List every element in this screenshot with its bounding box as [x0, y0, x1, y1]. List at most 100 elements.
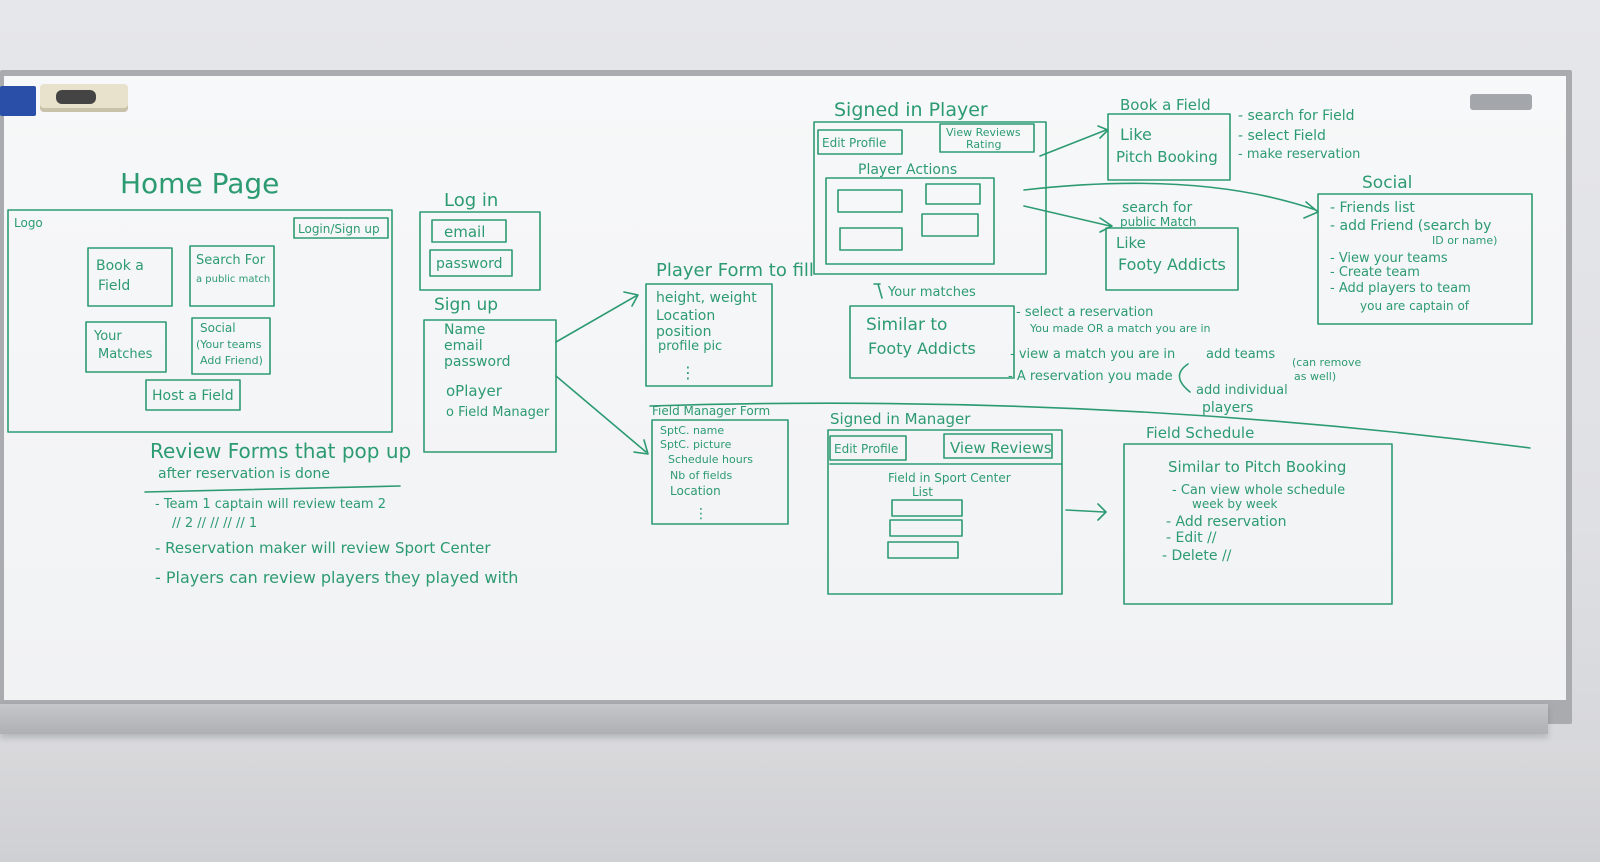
your-matches-note-1: - select a reservation — [1016, 305, 1153, 320]
manager-view-reviews-label: View Reviews — [950, 439, 1052, 457]
your-matches-body-2: Footy Addicts — [868, 339, 976, 358]
host-field-label: Host a Field — [152, 388, 234, 404]
signed-manager-title: Signed in Manager — [830, 410, 971, 428]
branch-players: players — [1202, 400, 1253, 416]
search-public-frame — [1105, 227, 1239, 291]
separator-line — [649, 402, 1531, 449]
manager-edit-profile-box — [829, 435, 907, 461]
signed-manager-sketch: Signed in Manager Edit Profile View Revi… — [827, 410, 1107, 595]
player-actions-frame — [825, 177, 995, 265]
field-list-row-1 — [891, 499, 963, 517]
social-item-5: - Create team — [1330, 265, 1420, 280]
player-view-reviews-line1: View Reviews — [946, 126, 1021, 139]
your-matches-body-1: Similar to — [866, 315, 947, 335]
action-slot-4 — [921, 213, 979, 237]
social-item-7: you are captain of — [1360, 299, 1470, 313]
social-item-2: - add Friend (search by — [1330, 218, 1491, 234]
social-item-4: - View your teams — [1330, 251, 1448, 266]
branch-add-individual: add individual — [1196, 383, 1288, 398]
player-view-reviews-line2: Rating — [966, 138, 1001, 151]
search-match-box — [189, 245, 275, 307]
search-match-line1: Search For — [196, 253, 266, 268]
signed-player-title: Signed in Player — [834, 99, 988, 121]
home-page-title: Home Page — [120, 167, 279, 200]
player-view-reviews-box — [939, 123, 1035, 153]
book-field-box — [87, 247, 173, 307]
review-item-4: - Players can review players they played… — [155, 568, 518, 587]
schedule-item-4: - Add reservation — [1166, 514, 1286, 530]
signup-option-player: oPlayer — [446, 382, 503, 400]
signed-manager-frame — [827, 429, 1063, 595]
manager-form-more: ⋮ — [694, 506, 708, 522]
your-matches-sketch: Your matches Similar to Footy Addicts - … — [849, 285, 1362, 416]
player-form-field-3: position — [656, 324, 711, 340]
your-matches-box — [85, 321, 167, 373]
social-title: Social — [1362, 173, 1412, 193]
manager-form-sketch: Field Manager Form SptC. name SptC. pict… — [651, 404, 789, 525]
board-clip-icon — [1470, 94, 1532, 110]
social-line1: Social — [200, 321, 236, 335]
your-matches-title: Your matches — [887, 285, 976, 300]
home-page-sketch: Home Page Logo Login/Sign up Book a Fiel… — [7, 167, 393, 433]
field-schedule-title: Field Schedule — [1146, 424, 1254, 442]
social-box — [191, 317, 271, 375]
player-edit-profile-label: Edit Profile — [822, 136, 886, 150]
book-a-field-line2: Pitch Booking — [1116, 148, 1218, 166]
manager-form-frame — [651, 419, 789, 525]
your-matches-frame — [849, 305, 1015, 379]
arrow-to-search-public-icon — [1023, 205, 1113, 233]
your-matches-line2: Matches — [98, 347, 153, 362]
your-matches-note-4: - A reservation you made — [1008, 369, 1173, 384]
review-item-1: - Team 1 captain will review team 2 — [155, 497, 386, 512]
social-line2: (Your teams — [196, 338, 262, 351]
signup-field-email: email — [444, 338, 483, 354]
signup-sketch: Sign up Name email password oPlayer o Fi… — [423, 291, 649, 455]
signed-player-frame — [813, 121, 1047, 275]
social-item-3: ID or name) — [1432, 234, 1497, 247]
signup-title: Sign up — [434, 295, 498, 315]
password-box — [429, 249, 513, 277]
field-schedule-sketch: Field Schedule Similar to Pitch Booking … — [1123, 424, 1393, 605]
signed-player-sketch: Signed in Player Edit Profile View Revie… — [813, 99, 1319, 299]
player-form-title: Player Form to fill — [656, 260, 814, 281]
signup-option-manager: o Field Manager — [446, 405, 550, 420]
login-title: Log in — [444, 190, 498, 211]
player-form-field-4: profile pic — [658, 339, 722, 354]
search-public-sketch: search for public Match Like Footy Addic… — [1105, 200, 1239, 291]
login-signup-label: Login/Sign up — [298, 222, 380, 236]
schedule-item-2: - Can view whole schedule — [1172, 483, 1345, 498]
search-public-title2: public Match — [1120, 215, 1197, 229]
eraser-icon — [40, 84, 128, 112]
search-public-line2: Footy Addicts — [1118, 255, 1226, 274]
player-form-frame — [645, 283, 773, 387]
email-box — [431, 219, 507, 243]
manager-form-field-1: SptC. name — [660, 424, 724, 437]
logo-label: Logo — [14, 216, 43, 230]
social-line3: Add Friend) — [200, 354, 263, 367]
book-field-line2: Field — [98, 278, 130, 294]
schedule-item-5: - Edit // — [1166, 530, 1217, 546]
manager-form-field-5: Location — [670, 484, 721, 498]
manager-form-title: Field Manager Form — [652, 404, 770, 418]
book-a-field-sketch: Book a Field Like Pitch Booking - search… — [1107, 96, 1360, 181]
review-forms-notes: Review Forms that pop up after reservati… — [144, 439, 518, 587]
field-schedule-frame — [1123, 443, 1393, 605]
manager-list-title-1: Field in Sport Center — [888, 471, 1011, 485]
home-page-frame — [7, 209, 393, 433]
book-a-field-note-2: - select Field — [1238, 128, 1326, 144]
manager-form-field-4: Nb of fields — [670, 469, 733, 482]
action-slot-2 — [925, 183, 981, 205]
schedule-item-3: week by week — [1192, 497, 1277, 511]
field-list-row-3 — [887, 541, 959, 559]
social-item-1: - Friends list — [1330, 200, 1415, 216]
arrow-to-your-matches-icon — [873, 283, 883, 299]
signup-frame — [423, 319, 557, 453]
review-forms-title2: after reservation is done — [158, 466, 330, 482]
field-list-row-2 — [889, 519, 963, 537]
branch-can-remove-2: as well) — [1294, 370, 1336, 383]
player-form-field-2: Location — [656, 308, 715, 324]
wall — [0, 740, 1600, 862]
book-a-field-frame — [1107, 113, 1231, 181]
signup-field-password: password — [444, 354, 510, 370]
action-slot-1 — [837, 189, 903, 213]
